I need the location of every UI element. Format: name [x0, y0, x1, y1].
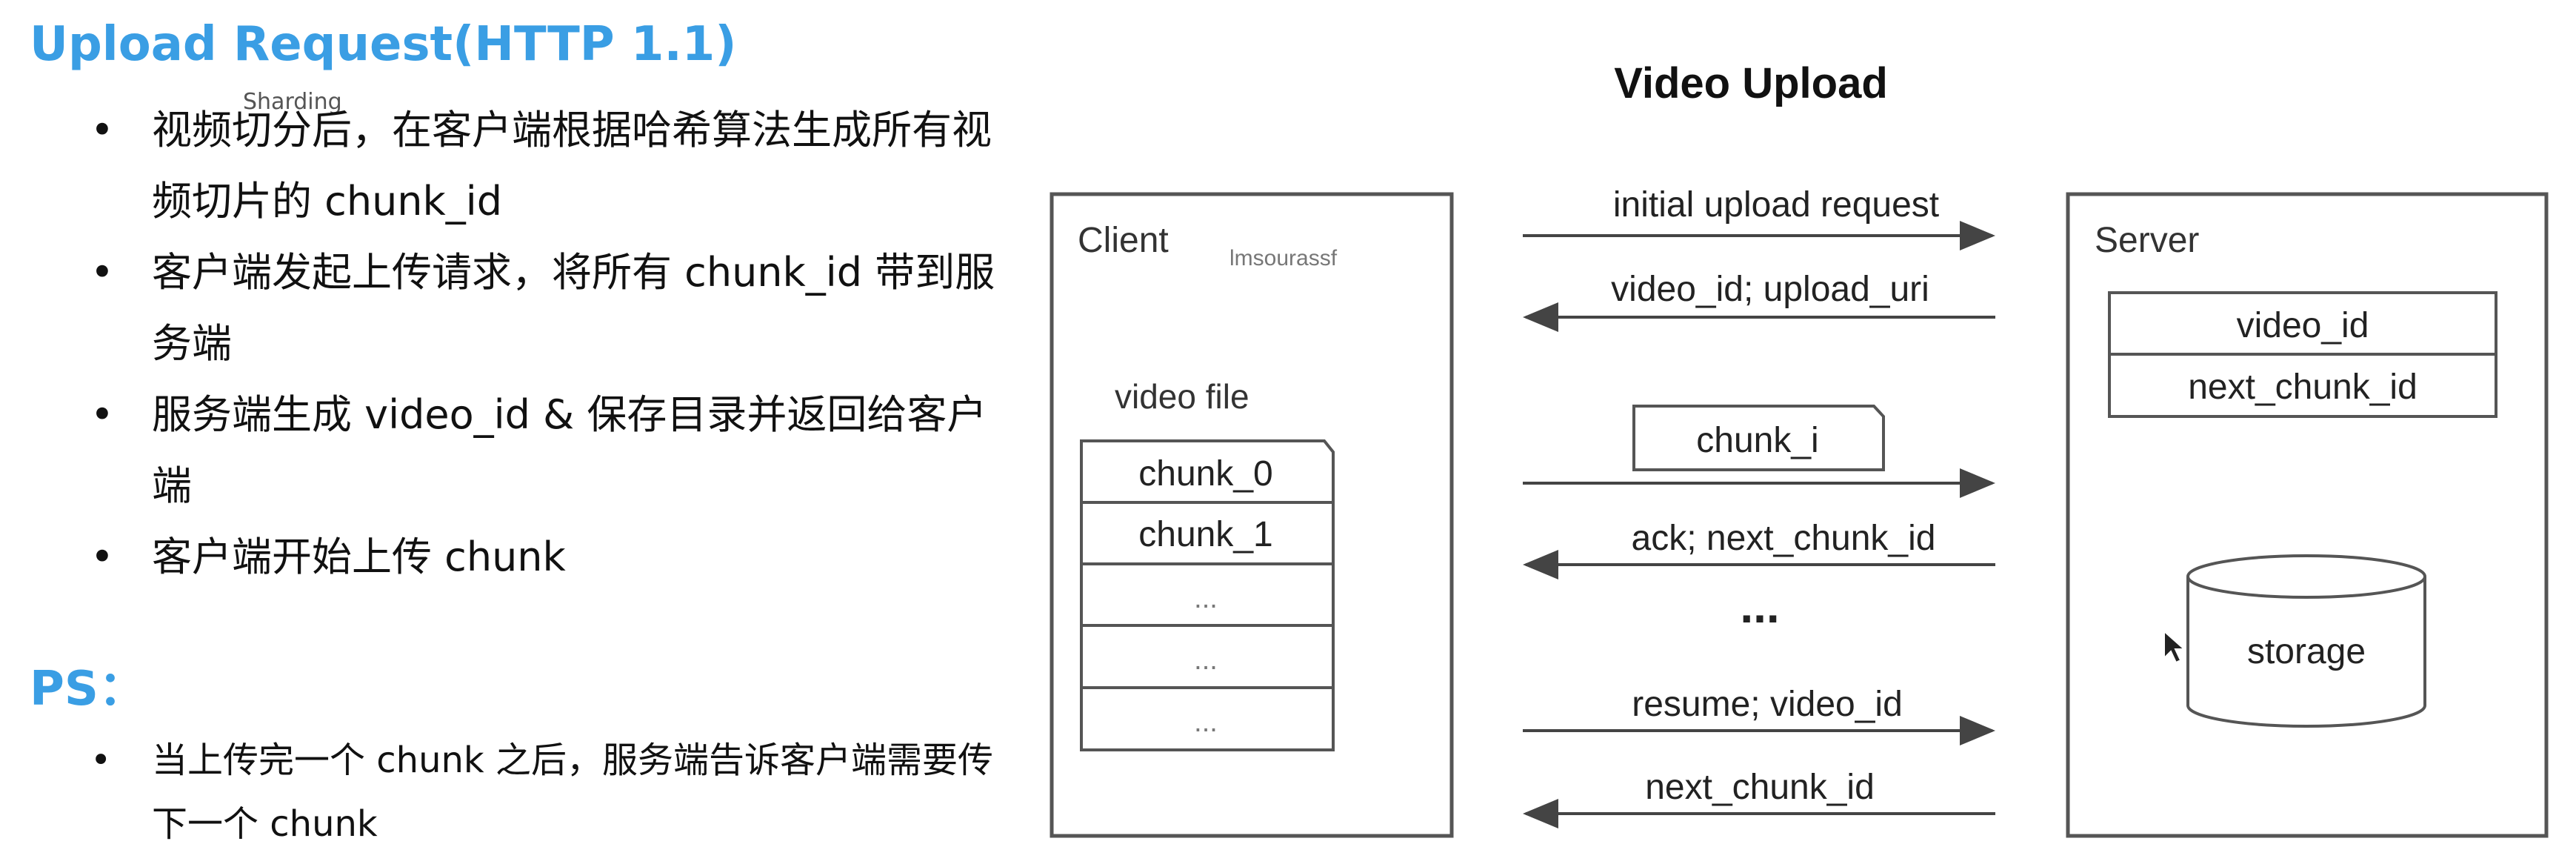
client-overlay-label: lmsourassf — [1229, 246, 1338, 270]
message-ack: ack; next_chunk_id — [1632, 519, 1936, 558]
list-item: 服务端生成 video_id & 保存目录并返回给客户端 — [30, 379, 1015, 522]
message-chunk: chunk_i — [1696, 421, 1818, 460]
message-resume: resume; video_id — [1632, 685, 1903, 724]
video-file-label: video file — [1115, 377, 1249, 416]
list-item: 当上传完一个 chunk 之后，服务端告诉客户端需要传下一个 chunk — [30, 728, 1015, 856]
server-box — [2066, 192, 2549, 838]
server-field-video-id: video_id — [2237, 306, 2369, 345]
steps-list: 视频切分后，在客户端根据哈希算法生成所有视频切片的 chunk_id 客户端发起… — [30, 95, 1015, 593]
storage-label: storage — [2247, 632, 2366, 671]
message-ellipsis: ... — [1740, 579, 1779, 633]
message-initial-response: video_id; upload_uri — [1611, 270, 1929, 309]
chunk-packet-box — [1632, 405, 1885, 471]
message-initial-request: initial upload request — [1613, 185, 1939, 225]
chunk-label: ... — [1194, 645, 1218, 676]
chunk-cell — [1080, 686, 1335, 751]
list-item: 客户端开始上传 chunk — [30, 522, 1015, 593]
server-label: Server — [2095, 221, 2199, 260]
client-box — [1050, 192, 1454, 838]
ps-list: 当上传完一个 chunk 之后，服务端告诉客户端需要传下一个 chunk — [30, 728, 1015, 856]
storage-cylinder-icon — [2186, 554, 2426, 728]
list-item: 客户端发起上传请求，将所有 chunk_id 带到服务端 — [30, 237, 1015, 379]
chunk-label: ... — [1194, 583, 1218, 614]
chunk-cell — [1080, 439, 1335, 504]
message-next-chunk: next_chunk_id — [1645, 768, 1875, 807]
page-title: Upload Request(HTTP 1.1) — [30, 17, 737, 72]
list-item: 视频切分后，在客户端根据哈希算法生成所有视频切片的 chunk_id — [30, 95, 1015, 237]
client-label: Client — [1078, 221, 1169, 260]
chunk-label: chunk_0 — [1138, 454, 1272, 494]
chunk-label: chunk_1 — [1138, 515, 1272, 554]
mouse-pointer-icon — [2163, 629, 2186, 664]
chunk-label: ... — [1194, 707, 1218, 738]
ps-heading: PS： — [30, 662, 146, 717]
server-field-next-chunk-id: next_chunk_id — [2188, 368, 2417, 407]
diagram-title: Video Upload — [1614, 59, 1888, 107]
